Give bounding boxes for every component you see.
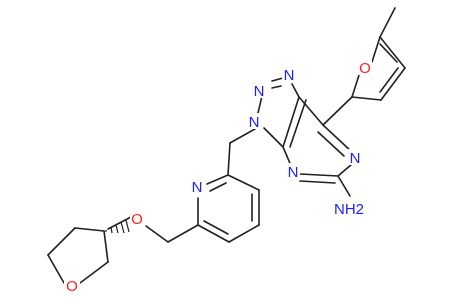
bond-furan-c3-c4-double (379, 67, 399, 93)
bond-thf-c3-c2 (103, 230, 109, 263)
bond-furan-o-c2 (351, 71, 361, 98)
atom-nh2: NH2 (334, 201, 364, 218)
atom-furan-o: O (359, 60, 371, 77)
bond-ch2-pyridine (227, 142, 231, 176)
bond-thf-c5-c4 (47, 227, 76, 256)
bond-py-c2-c3 (227, 174, 260, 191)
atom-n4: N (288, 164, 299, 181)
bond-thf-c2-o (79, 261, 109, 284)
atom-ether-o: O (131, 211, 143, 228)
bond-o-thf (107, 216, 132, 230)
bond-thf-c4-c3 (74, 227, 105, 232)
bond-c5-n4 (299, 173, 339, 177)
bond-n6-c5 (337, 163, 353, 177)
bond-furan-c3-c4 (380, 67, 406, 101)
atom-n2: N (254, 83, 265, 100)
bond-n2-n1 (271, 77, 284, 82)
bond-furan-c4-c5-double (379, 43, 398, 63)
bond-furan-c5-o (371, 36, 381, 63)
bond-n3-ch2 (229, 128, 256, 144)
bond-py-c4-c5 (228, 224, 260, 243)
bond-c5-n4-double (299, 180, 336, 184)
bond-furan-c4-c5 (379, 36, 406, 69)
bond-c7a-c7 (298, 96, 324, 126)
atom-n6: N (350, 150, 361, 167)
stereo-hashed-wedge (105, 219, 130, 234)
bond-c7-n6-double (317, 131, 345, 157)
bond-c7-n6 (322, 124, 353, 153)
bond-py-n-c2-double (209, 182, 227, 192)
atom-pyridine-n: N (192, 179, 203, 196)
atom-n1: N (284, 67, 295, 84)
bonds (47, 7, 406, 284)
bond-c7a-c3a-double (289, 99, 307, 148)
bond-c3a-n3 (263, 127, 284, 148)
atom-thf-o: O (66, 278, 78, 295)
bond-n3-n2 (257, 95, 263, 114)
bond-py-c5-c6-double (203, 220, 229, 235)
bond-py-ch2 (167, 224, 199, 243)
bond-ch2-o (145, 225, 169, 243)
bond-c5-nh2 (337, 175, 351, 197)
bond-methyl (379, 7, 396, 38)
bond-thf-o-c5 (47, 254, 65, 284)
atom-labels: N N N N N N NH2 O O O (64, 59, 372, 295)
bond-n1-c7a (291, 83, 300, 98)
bond-furan-c2-c3 (351, 96, 382, 101)
bond-py-n-c2 (206, 174, 229, 185)
atom-n3: N (249, 114, 260, 131)
bond-furan-pyrimidine (322, 96, 353, 126)
bond-py-c5-c6 (197, 224, 230, 243)
bond-n2-n1-double (271, 85, 282, 89)
bond-c3a-c7a (282, 96, 300, 148)
